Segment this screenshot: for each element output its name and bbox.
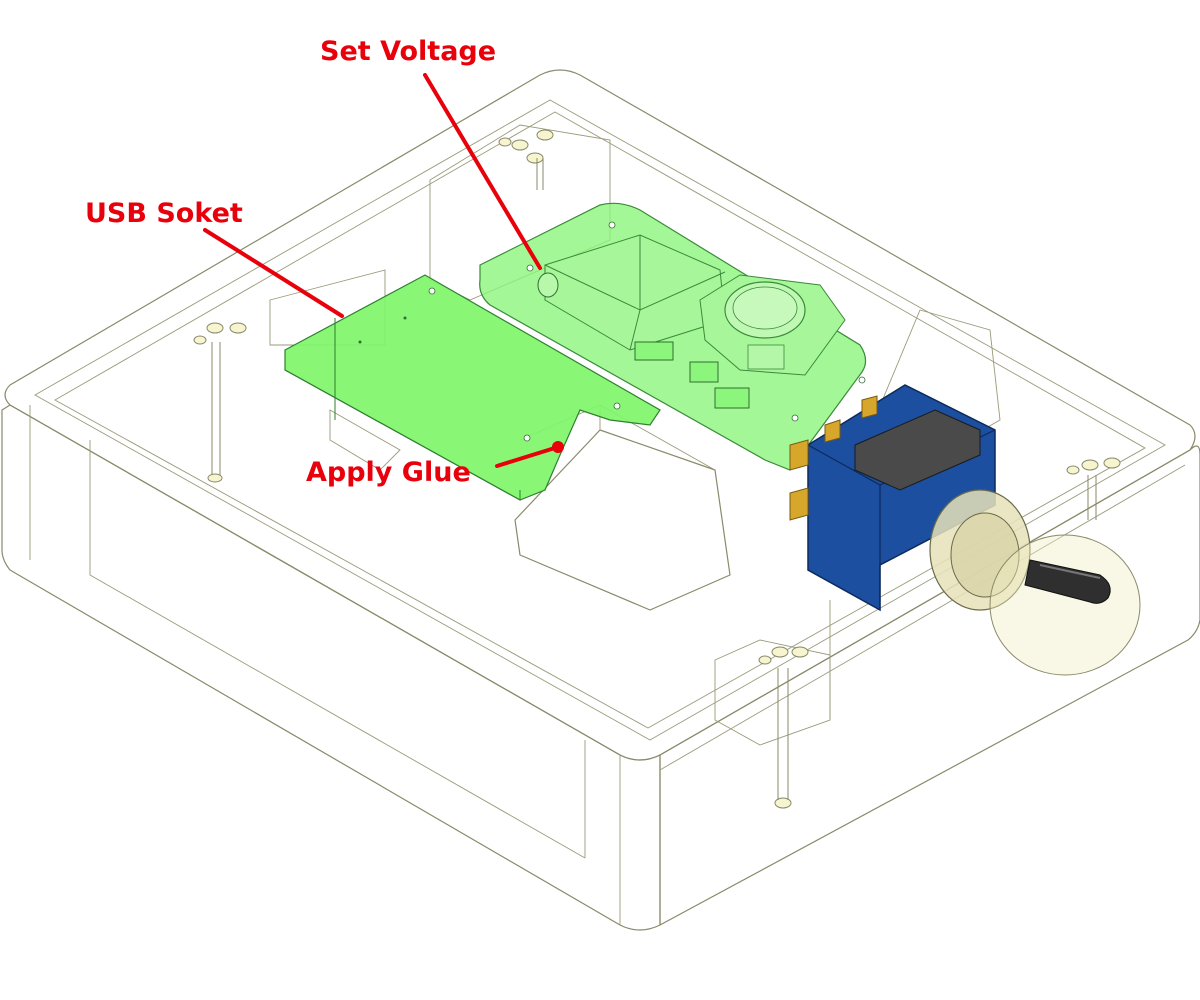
callout-apply-glue: Apply Glue bbox=[306, 441, 564, 488]
set-voltage-label: Set Voltage bbox=[320, 36, 496, 67]
toggle-switch bbox=[789, 384, 1141, 676]
enclosure-front-right-wall bbox=[659, 445, 1200, 926]
enclosure-cavity bbox=[34, 99, 1166, 741]
screw-holes bbox=[193, 129, 1121, 809]
enclosure-front-left-wall bbox=[1, 404, 661, 931]
glue-point-marker bbox=[552, 441, 564, 453]
voltage-module-pcb bbox=[479, 202, 867, 471]
callout-set-voltage: Set Voltage bbox=[320, 36, 542, 270]
apply-glue-label: Apply Glue bbox=[306, 457, 471, 488]
usb-socket-pcb bbox=[284, 274, 661, 501]
callout-usb-socket: USB Soket bbox=[85, 198, 344, 318]
usb-socket-label: USB Soket bbox=[85, 198, 243, 229]
switch-lever bbox=[1024, 559, 1111, 604]
